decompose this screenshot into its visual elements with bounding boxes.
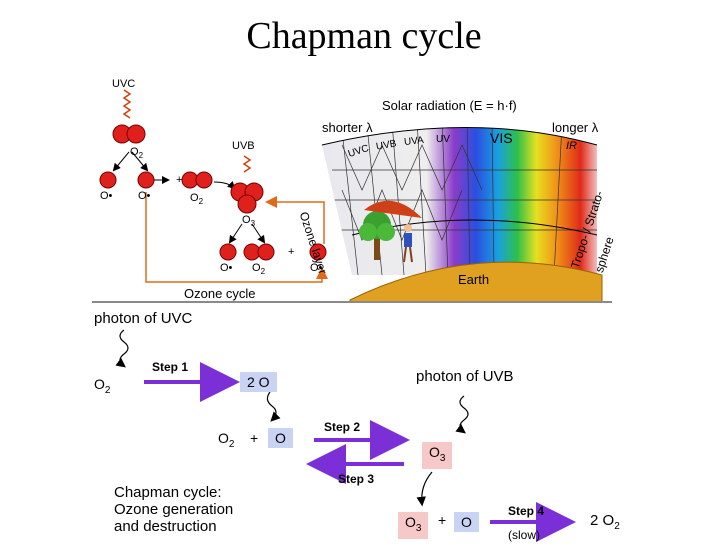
plus-label-2: + <box>288 246 295 258</box>
chapman-caption: Chapman cycle: Ozone generation and dest… <box>114 484 233 535</box>
o3-molecule <box>230 182 264 214</box>
uvb-photon-wave <box>455 395 469 434</box>
o-mid-box: O <box>268 428 293 448</box>
caption-line-3: and destruction <box>114 518 217 535</box>
plus-a-label: + <box>250 430 259 446</box>
solar-radiation-header: Solar radiation (E = h·f) <box>382 98 517 113</box>
photon-uvb-label: photon of UVB <box>416 368 514 385</box>
o3-split-right <box>251 223 266 244</box>
o-dot-label-1: O• <box>100 190 113 202</box>
band-label-uv: UV <box>436 134 450 145</box>
ozone-cycle-caption: Ozone cycle <box>184 286 256 301</box>
uvc-photon-wave <box>115 329 129 368</box>
split-arrow-left <box>112 151 130 172</box>
caption-line-1: Chapman cycle: <box>114 484 222 501</box>
plus-b-label: + <box>438 512 447 528</box>
o2-label-2: O2 <box>190 192 204 207</box>
o3-final-box: O3 <box>398 512 429 539</box>
o2-label-1: O2 <box>130 146 144 161</box>
o-dot-label-2: O• <box>138 190 151 202</box>
o2-mid-label: O2 <box>218 430 235 450</box>
o-atom-4 <box>309 243 327 261</box>
o2-label-3: O2 <box>252 262 266 277</box>
split-arrow-right <box>131 151 149 172</box>
reaction-scheme-svg <box>115 329 576 542</box>
shorter-wavelength-label: shorter λ <box>322 120 373 135</box>
o3-form-arrow <box>213 180 236 190</box>
uvb-label: UVB <box>232 140 255 152</box>
band-label-vis: VIS <box>490 130 513 146</box>
cycle-arrow-right <box>265 196 325 244</box>
reaction-scheme: photon of UVC O2 Step 1 2 O O2 + O Step … <box>92 306 632 546</box>
o2-molecule-top <box>112 124 146 144</box>
uvb-wave <box>242 155 252 173</box>
photon-uvc-label: photon of UVC <box>94 310 193 327</box>
step4-label: Step 4 <box>508 504 545 518</box>
step2-label: Step 2 <box>324 420 361 434</box>
two-o-box: 2 O <box>240 372 277 392</box>
o2-molecule-mid <box>181 171 213 189</box>
o3-split-wave <box>416 471 433 507</box>
o3-split-left <box>228 223 243 244</box>
o-atom-1 <box>99 171 117 189</box>
top-illustration: UVC O2 O• O• + O2 UVB O3 O• O2 + O• Ozon… <box>92 70 617 306</box>
tree-icon <box>359 211 395 260</box>
o-atom-3 <box>219 243 237 261</box>
uvc-wave <box>122 89 132 119</box>
plus-label-1: + <box>176 174 183 186</box>
uvc-label: UVC <box>112 78 136 90</box>
step1-label: Step 1 <box>152 360 189 374</box>
slow-label: (slow) <box>508 528 540 542</box>
band-label-uva: UVA <box>403 134 425 149</box>
page-title: Chapman cycle <box>246 15 482 57</box>
o-atom-2 <box>137 171 155 189</box>
o3-box: O3 <box>422 442 453 469</box>
cycle-arrow-bottom <box>145 192 328 283</box>
earth-surface <box>349 261 603 303</box>
o-dot-label-3: O• <box>220 262 233 274</box>
o2-start-label: O2 <box>94 376 111 396</box>
product-label: 2 O2 <box>590 512 620 532</box>
o3-label: O3 <box>242 214 256 229</box>
step3-label: Step 3 <box>338 472 375 486</box>
umbrella-icon <box>364 200 422 218</box>
o-drop-wave <box>266 391 281 422</box>
band-label-ir: IR <box>566 140 577 152</box>
caption-line-2: Ozone generation <box>114 501 234 518</box>
atmosphere-top-edge <box>321 127 598 146</box>
longer-wavelength-label: longer λ <box>552 120 599 135</box>
spectrum-grid <box>332 127 597 275</box>
earth-label: Earth <box>458 272 490 287</box>
person-icon <box>403 224 413 263</box>
o-final-box: O <box>454 512 479 532</box>
spectrum-band <box>322 127 597 275</box>
top-illustration-svg <box>92 89 612 303</box>
o2-molecule-bottom <box>243 243 275 261</box>
o-dot-label-4: O• <box>310 262 323 274</box>
